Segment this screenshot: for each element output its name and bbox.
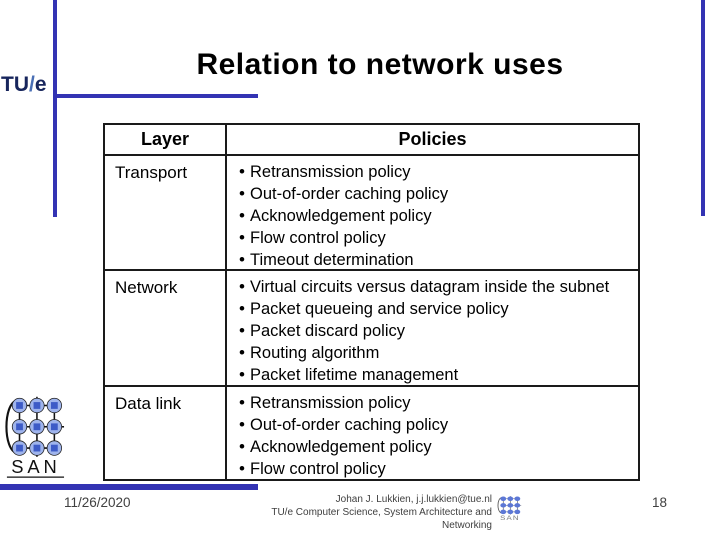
policy-item: Flow control policy	[239, 227, 636, 249]
san-logo-mini: SAN	[497, 496, 522, 522]
table-row-network: Network Virtual circuits versus datagram…	[105, 271, 638, 387]
footer-author-line2: TU/e Computer Science, System Architectu…	[271, 507, 492, 531]
slide-title: Relation to network uses	[196, 48, 564, 81]
policy-item: Virtual circuits versus datagram inside …	[239, 276, 636, 298]
footer-page-number: 18	[652, 495, 668, 510]
column-header-layer: Layer	[105, 125, 227, 154]
san-logo: SAN	[5, 396, 65, 478]
table-row-transport: Transport Retransmission policy Out-of-o…	[105, 156, 638, 271]
footer-author-line1: Johan J. Lukkien, j.j.lukkien@tue.nl	[335, 494, 492, 505]
policy-item: Retransmission policy	[239, 392, 636, 414]
policy-item: Timeout determination	[239, 249, 636, 271]
policy-list: Retransmission policy Out-of-order cachi…	[227, 156, 638, 271]
policy-item: Retransmission policy	[239, 161, 636, 183]
top-accent-line	[55, 94, 258, 98]
tue-logo-tu: TU	[1, 73, 29, 96]
policies-cell: Virtual circuits versus datagram inside …	[227, 271, 638, 385]
table-row-datalink: Data link Retransmission policy Out-of-o…	[105, 387, 638, 479]
policy-item: Acknowledgement policy	[239, 436, 636, 458]
bottom-accent-bar	[0, 484, 258, 490]
policy-item: Out-of-order caching policy	[239, 414, 636, 436]
policy-item: Packet discard policy	[239, 320, 636, 342]
policy-item: Flow control policy	[239, 458, 636, 480]
san-logo-label: SAN	[11, 456, 60, 477]
san-logo-mini-label: SAN	[500, 516, 520, 522]
tue-logo: TU/e	[1, 73, 53, 97]
tue-logo-slash: /	[29, 73, 35, 96]
layer-cell: Transport	[105, 156, 227, 269]
footer-author-block: Johan J. Lukkien, j.j.lukkien@tue.nl TU/…	[230, 493, 492, 532]
table-header-row: Layer Policies	[105, 125, 638, 156]
policy-item: Packet lifetime management	[239, 364, 636, 386]
policy-list: Retransmission policy Out-of-order cachi…	[227, 387, 638, 480]
policies-cell: Retransmission policy Out-of-order cachi…	[227, 387, 638, 479]
footer-date: 11/26/2020	[64, 495, 131, 510]
policy-item: Packet queueing and service policy	[239, 298, 636, 320]
policy-item: Out-of-order caching policy	[239, 183, 636, 205]
policy-list: Virtual circuits versus datagram inside …	[227, 271, 638, 386]
right-accent-line	[701, 0, 705, 216]
policies-table: Layer Policies Transport Retransmission …	[103, 123, 640, 481]
column-header-policies: Policies	[398, 129, 467, 149]
san-logo-nodes	[11, 397, 63, 456]
tue-logo-e: e	[34, 73, 47, 96]
layer-cell: Network	[105, 271, 227, 385]
layer-cell: Data link	[105, 387, 227, 479]
policy-item: Acknowledgement policy	[239, 205, 636, 227]
left-accent-line	[53, 0, 57, 217]
policies-cell: Retransmission policy Out-of-order cachi…	[227, 156, 638, 269]
policy-item: Routing algorithm	[239, 342, 636, 364]
